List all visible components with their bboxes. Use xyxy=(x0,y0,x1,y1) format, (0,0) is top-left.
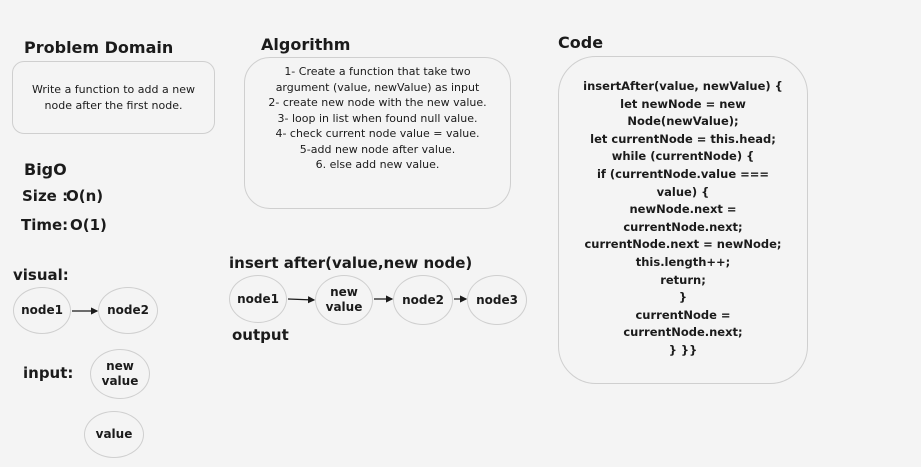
input-new-value-node: new value xyxy=(90,349,150,399)
problem-domain-heading: Problem Domain xyxy=(24,38,174,57)
code-line: if (currentNode.value === xyxy=(596,166,770,181)
algorithm-step-1a: 1- Create a function that take two xyxy=(284,65,471,78)
code-line: Node(newValue); xyxy=(627,114,739,129)
insert-after-title: insert after(value,new node) xyxy=(229,254,473,272)
visual-node1: node1 xyxy=(13,287,71,334)
algorithm-step-6: 6. else add new value. xyxy=(315,158,440,171)
code-line: return; xyxy=(660,272,706,287)
time-value: O(1) xyxy=(70,216,107,234)
code-line: let currentNode = this.head; xyxy=(590,131,776,146)
code-line: currentNode.next; xyxy=(623,219,743,234)
algorithm-step-1b: argument (value, newValue) as input xyxy=(275,80,480,94)
algorithm-step-4: 4- check current node value = value. xyxy=(275,127,480,140)
problem-line-2: node after the first node. xyxy=(44,98,183,112)
algorithm-step-3: 3- loop in list when found null value. xyxy=(277,111,478,125)
insert-node2: node2 xyxy=(393,275,453,325)
insert-new-value-node: new value xyxy=(315,275,373,325)
code-line: currentNode.next = newNode; xyxy=(584,237,782,252)
algorithm-box: 1- Create a function that take two argum… xyxy=(244,57,511,209)
problem-line-1: Write a function to add a new xyxy=(32,83,195,96)
input-value-node: value xyxy=(84,411,144,458)
code-line: this.length++; xyxy=(635,254,731,269)
code-line: } xyxy=(678,290,688,305)
code-line: } }} xyxy=(668,342,698,357)
code-line: currentNode = xyxy=(635,307,731,322)
time-label: Time: xyxy=(21,216,69,234)
arrow-node1-to-new-value xyxy=(287,296,316,304)
insert-node1: node1 xyxy=(229,275,287,323)
algorithm-step-2: 2- create new node with the new value. xyxy=(268,96,487,109)
size-label: Size : xyxy=(22,187,69,205)
visual-label: visual: xyxy=(13,266,69,284)
input-label: input: xyxy=(23,364,74,382)
code-line: value) { xyxy=(656,184,710,199)
size-value: O(n) xyxy=(66,187,104,205)
visual-node2: node2 xyxy=(98,287,158,334)
code-line: let newNode = new xyxy=(620,96,746,111)
code-box: insertAfter(value, newValue) { let newNo… xyxy=(558,56,808,384)
bigo-heading: BigO xyxy=(24,160,67,179)
code-line: newNode.next = xyxy=(629,202,737,217)
algorithm-step-5: 5-add new node after value. xyxy=(299,142,456,156)
output-label: output xyxy=(232,326,289,344)
code-line: while (currentNode) { xyxy=(611,149,755,164)
code-line: currentNode.next; xyxy=(623,325,743,340)
code-line: insertAfter(value, newValue) { xyxy=(583,79,783,93)
problem-domain-box: Write a function to add a new node after… xyxy=(12,61,215,134)
algorithm-heading: Algorithm xyxy=(261,35,351,54)
code-heading: Code xyxy=(558,33,604,52)
insert-node3: node3 xyxy=(467,275,527,325)
